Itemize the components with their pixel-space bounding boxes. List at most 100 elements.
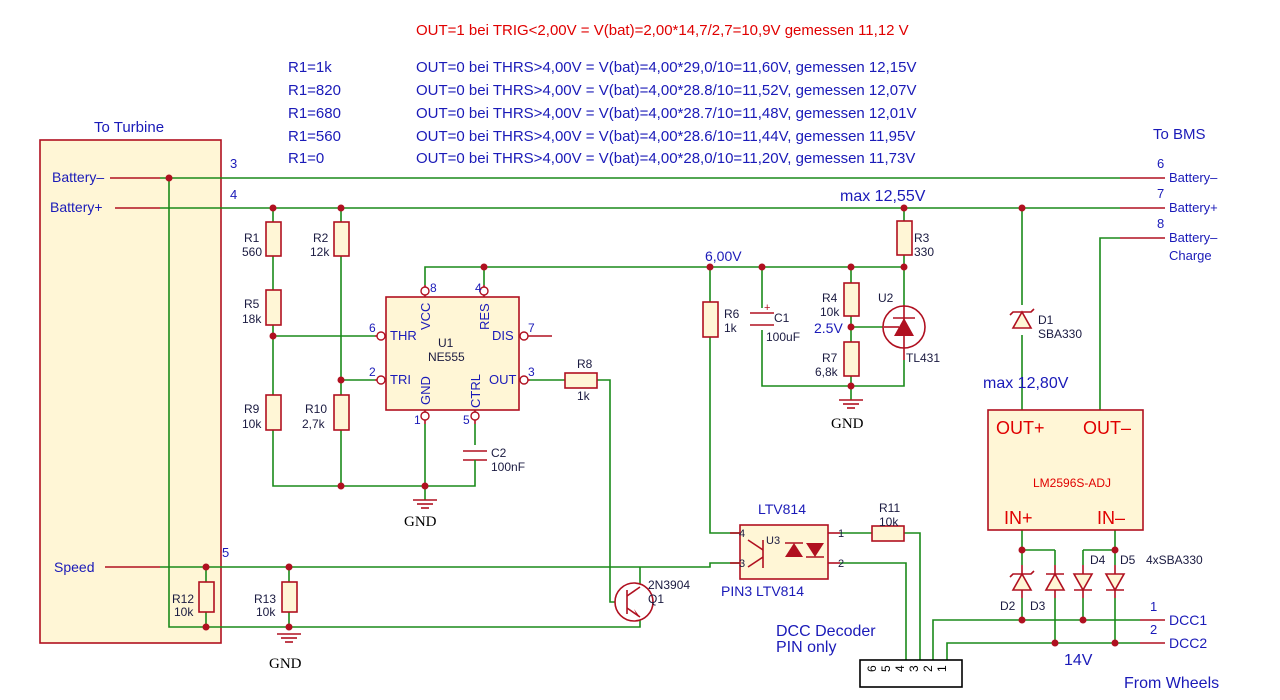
svg-text:18k: 18k — [242, 312, 262, 326]
svg-text:7: 7 — [528, 321, 535, 335]
svg-text:R4: R4 — [822, 291, 838, 305]
svg-text:D1: D1 — [1038, 313, 1054, 327]
bms-battery-plus-label: Battery+ — [1169, 200, 1218, 215]
turbine-title: To Turbine — [94, 119, 164, 136]
dcc-decoder-label: DCC Decoder — [776, 623, 876, 640]
svg-text:10k: 10k — [242, 417, 262, 431]
svg-text:TL431: TL431 — [906, 351, 940, 365]
svg-text:R10: R10 — [305, 402, 327, 416]
diode-d4: D4 — [1072, 553, 1106, 598]
svg-text:CTRL: CTRL — [468, 374, 483, 408]
svg-text:R13: R13 — [254, 592, 276, 606]
svg-text:560: 560 — [242, 245, 262, 259]
svg-text:NE555: NE555 — [428, 350, 465, 364]
resistor-r2: R2 12k — [310, 221, 350, 259]
r1-option: R1=820 — [288, 82, 341, 99]
optocoupler-ltv814: LTV814 U3 1 2 3 4 — [730, 501, 844, 580]
shunt-regulator-tl431: U2 TL431 — [878, 291, 940, 365]
svg-text:10k: 10k — [174, 605, 194, 619]
svg-text:IN+: IN+ — [1004, 508, 1033, 528]
svg-text:LTV814: LTV814 — [758, 501, 806, 517]
resistor-r5: R5 18k — [242, 289, 282, 326]
from-wheels-label: From Wheels — [1124, 675, 1219, 692]
svg-text:IN–: IN– — [1097, 508, 1125, 528]
svg-text:4: 4 — [475, 281, 482, 295]
svg-text:3: 3 — [528, 365, 535, 379]
svg-text:D3: D3 — [1030, 599, 1046, 613]
svg-text:5: 5 — [463, 413, 470, 427]
svg-text:1: 1 — [935, 665, 949, 672]
trigger-note: OUT=1 bei TRIG<2,00V = V(bat)=2,00*14,7/… — [416, 22, 909, 39]
resistor-r7: R7 6,8k — [815, 341, 860, 379]
threshold-notes: R1=1k OUT=0 bei THRS>4,00V = V(bat)=4,00… — [288, 59, 916, 167]
turbine-pin-4: 4 — [230, 187, 237, 202]
ground-symbol-ne555: GND — [404, 499, 437, 530]
svg-text:2: 2 — [369, 365, 376, 379]
threshold-note: OUT=0 bei THRS>4,00V = V(bat)=4,00*28.6/… — [416, 128, 915, 145]
transistor-q1: 2N3904 Q1 — [614, 578, 690, 622]
bms-charge-label-2: Charge — [1169, 248, 1212, 263]
r1-option: R1=680 — [288, 105, 341, 122]
svg-text:R7: R7 — [822, 351, 838, 365]
svg-text:2N3904: 2N3904 — [648, 578, 690, 592]
svg-text:D2: D2 — [1000, 599, 1016, 613]
svg-text:R3: R3 — [914, 231, 930, 245]
svg-text:6,8k: 6,8k — [815, 365, 839, 379]
svg-text:OUT–: OUT– — [1083, 418, 1131, 438]
svg-text:+: + — [764, 302, 770, 314]
svg-text:R6: R6 — [724, 307, 740, 321]
svg-text:100uF: 100uF — [766, 330, 800, 344]
svg-text:3: 3 — [739, 558, 745, 570]
turbine-battery-plus-label: Battery+ — [50, 199, 103, 215]
svg-text:330: 330 — [914, 245, 934, 259]
svg-text:OUT: OUT — [489, 372, 517, 387]
dcc1-label: DCC1 — [1169, 612, 1207, 628]
ground-symbol-tl431: GND — [831, 399, 864, 432]
diode-d5: D5 — [1104, 553, 1136, 598]
svg-text:1k: 1k — [724, 321, 738, 335]
svg-text:4: 4 — [893, 665, 907, 672]
svg-text:D4: D4 — [1090, 553, 1106, 567]
ic-ne555: U1 NE555 THR TRI DIS OUT VCC RES GND CTR… — [369, 281, 552, 427]
wires — [160, 177, 1140, 660]
svg-text:GND: GND — [269, 656, 302, 672]
svg-text:RES: RES — [477, 303, 492, 330]
diode-d1: D1 SBA330 — [1009, 308, 1082, 341]
svg-text:D5: D5 — [1120, 553, 1136, 567]
threshold-note: OUT=0 bei THRS>4,00V = V(bat)=4,00*28,0/… — [416, 150, 915, 167]
turbine-speed-label: Speed — [54, 559, 94, 575]
turbine-connector — [39, 139, 222, 644]
svg-text:U3: U3 — [766, 535, 780, 547]
bms-title: To BMS — [1153, 126, 1206, 143]
svg-text:C2: C2 — [491, 446, 507, 460]
resistor-r8: R8 1k — [564, 357, 598, 403]
svg-text:GND: GND — [418, 376, 433, 405]
svg-text:10k: 10k — [256, 605, 276, 619]
svg-text:TRI: TRI — [390, 372, 411, 387]
resistor-r13: R13 10k — [254, 581, 298, 619]
dcc1-pin: 1 — [1150, 599, 1157, 614]
svg-text:10k: 10k — [820, 305, 840, 319]
svg-text:100nF: 100nF — [491, 460, 525, 474]
max-12-80-label: max 12,80V — [983, 375, 1069, 392]
turbine-pin-5: 5 — [222, 545, 229, 560]
r1-option: R1=1k — [288, 59, 332, 76]
svg-text:1k: 1k — [577, 389, 591, 403]
v-2-5-label: 2.5V — [814, 320, 843, 336]
svg-text:R2: R2 — [313, 231, 329, 245]
resistor-r12: R12 10k — [172, 581, 215, 619]
resistor-r6: R6 1k — [702, 301, 740, 338]
resistor-r1: R1 560 — [242, 221, 282, 259]
bridge-diodes: D2 D3 D4 D5 — [1000, 553, 1136, 613]
max-12-55-label: max 12,55V — [840, 188, 926, 205]
svg-text:R9: R9 — [244, 402, 260, 416]
svg-text:3: 3 — [907, 665, 921, 672]
svg-text:U1: U1 — [438, 336, 454, 350]
ground-symbol-r13: GND — [269, 633, 302, 672]
dcc-connector: 6 5 4 3 2 1 — [859, 659, 963, 688]
bms-pin-8: 8 — [1157, 216, 1164, 231]
threshold-note: OUT=0 bei THRS>4,00V = V(bat)=4,00*29,0/… — [416, 59, 916, 76]
svg-text:DIS: DIS — [492, 328, 514, 343]
dcc2-pin: 2 — [1150, 622, 1157, 637]
